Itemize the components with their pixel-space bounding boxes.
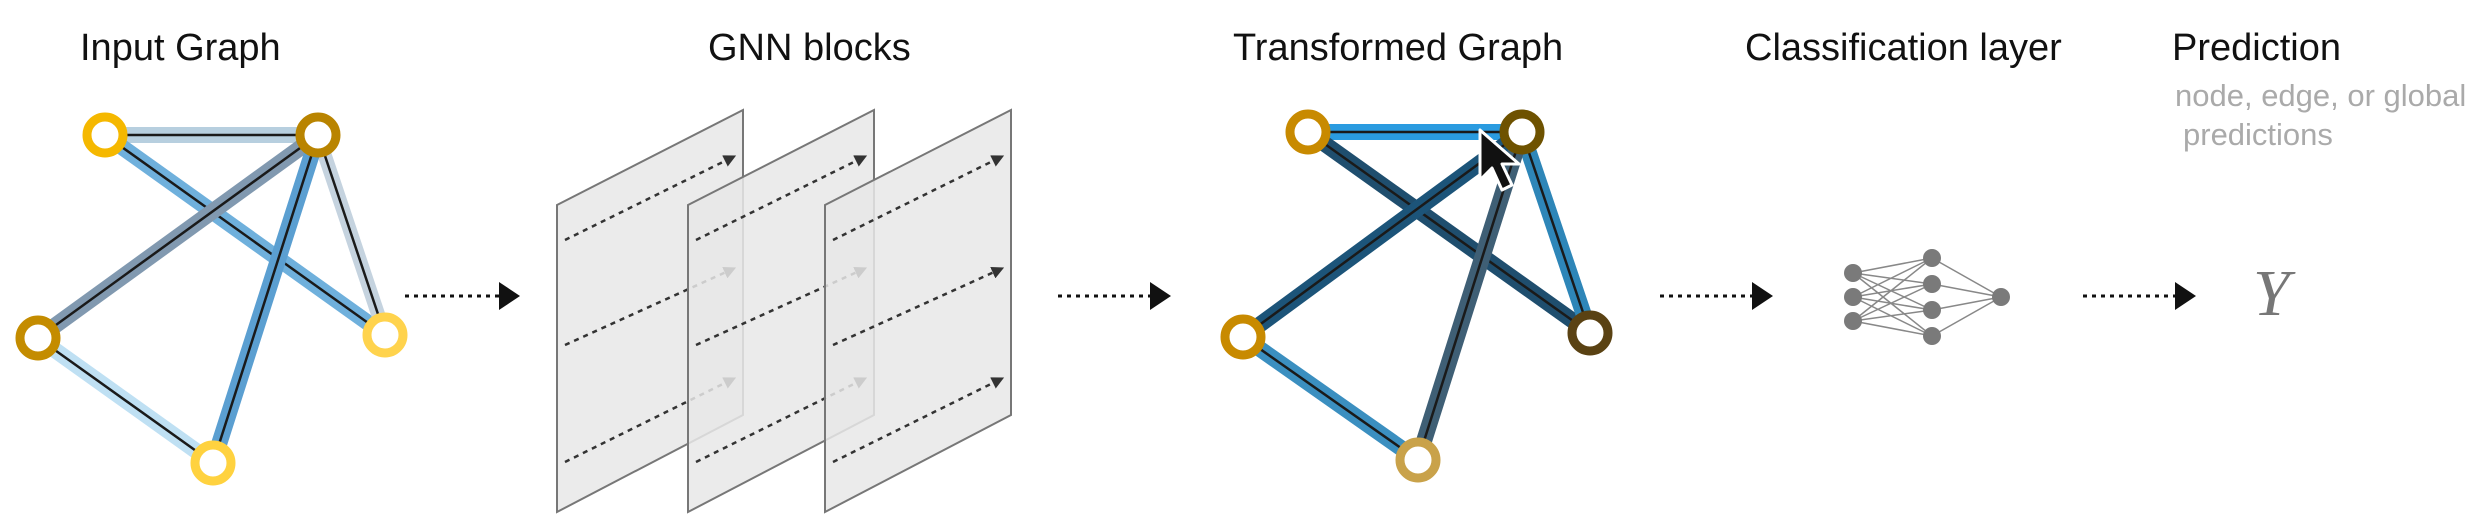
- block-2-arrow: [695, 266, 868, 347]
- transformed-node: [1285, 109, 1331, 155]
- classification-layer-title: Classification layer: [1745, 27, 2062, 69]
- input-edge: [30, 330, 221, 471]
- mlp-neuron: [1923, 301, 1941, 319]
- input-node: [15, 315, 61, 361]
- transformed-node: [1567, 310, 1613, 356]
- block-3-arrow: [832, 266, 1005, 347]
- classification-mlp-icon: [1844, 249, 2010, 345]
- input-node: [82, 112, 128, 158]
- input-graph-edges: [30, 127, 393, 471]
- block-3-arrow: [832, 376, 1005, 464]
- input-graph: [15, 112, 408, 486]
- mlp-neuron: [1844, 288, 1862, 306]
- mlp-neuron: [1923, 275, 1941, 293]
- mlp-neuron: [1923, 327, 1941, 345]
- transformed-node: [1395, 437, 1441, 483]
- transformed-graph-title: Transformed Graph: [1233, 27, 1563, 69]
- block-1-arrow: [564, 154, 737, 242]
- input-graph-title: Input Graph: [80, 27, 281, 69]
- prediction-subtitle-line1: node, edge, or global: [2175, 78, 2466, 113]
- input-graph-nodes: [15, 112, 408, 486]
- block-2-arrow: [695, 376, 868, 464]
- transformed-graph-nodes: [1220, 109, 1613, 483]
- transformed-node: [1499, 109, 1545, 155]
- flow-arrow-3-head: [1752, 282, 1773, 310]
- mouse-cursor-icon: [1478, 128, 1521, 192]
- prediction-title: Prediction: [2172, 27, 2341, 69]
- input-edge: [97, 127, 393, 343]
- flow-arrow-4-head: [2175, 282, 2196, 310]
- transformed-graph: [1220, 109, 1613, 483]
- input-node: [362, 312, 408, 358]
- block-1-arrow: [564, 376, 737, 464]
- transformed-edge: [1235, 329, 1426, 468]
- mlp-connections: [1852, 257, 2002, 337]
- transformed-edge: [1235, 124, 1530, 345]
- transformed-graph-edges: [1235, 124, 1598, 468]
- input-edge: [205, 127, 326, 471]
- block-2-arrow: [695, 154, 868, 242]
- input-edge: [311, 128, 392, 342]
- prediction-subtitle-line2: predictions: [2183, 117, 2333, 152]
- transformed-edge: [1514, 124, 1598, 341]
- mlp-neuron: [1923, 249, 1941, 267]
- mlp-neuron: [1844, 264, 1862, 282]
- mlp-neurons: [1844, 249, 2010, 345]
- input-edge: [30, 127, 326, 346]
- flow-arrow-2-head: [1150, 282, 1171, 310]
- block-1-arrow: [564, 266, 737, 347]
- input-node: [190, 440, 236, 486]
- flow-arrow-1-head: [499, 282, 520, 310]
- prediction-output-symbol: Y: [2253, 257, 2296, 330]
- input-node: [295, 112, 341, 158]
- mlp-neuron: [1992, 288, 2010, 306]
- mlp-neuron: [1844, 312, 1862, 330]
- block-3-arrow: [832, 154, 1005, 242]
- gnn-blocks: [556, 108, 1012, 514]
- transformed-node: [1220, 314, 1266, 360]
- gnn-block-3: [824, 108, 1012, 514]
- gnn-blocks-title: GNN blocks: [708, 27, 911, 69]
- transformed-edge: [1300, 124, 1598, 341]
